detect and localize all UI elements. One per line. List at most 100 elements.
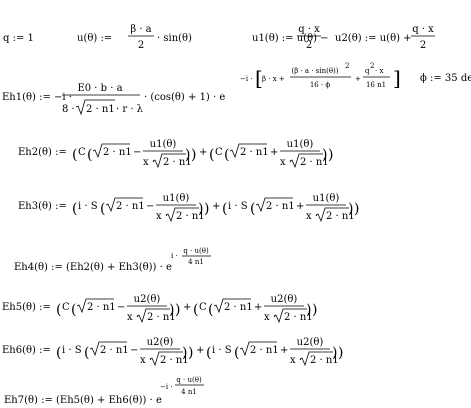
eh1-exponent-fraction2-q: q — [365, 67, 370, 75]
u1-numerator: q · x — [298, 24, 320, 35]
eh5-term-minus-outer-close-paren: ) — [175, 302, 180, 318]
eh2-lhs: Eh2(θ) := — [18, 147, 67, 158]
eh7-lhs: Eh7(θ) := (Eh5(θ) + Eh6(θ)) · e — [4, 395, 162, 406]
eh3-term-minus-fraction-numerator: u1(θ) — [163, 193, 190, 204]
eh6-term-minus-function: i · S — [62, 345, 82, 356]
eh6-term-plus-radical — [239, 341, 277, 357]
eh1-exponent-fraction1-denominator: 16 · ϕ — [310, 81, 331, 89]
eh2-term-plus-fraction-numerator: u1(θ) — [287, 139, 314, 150]
eh5-term-plus-operator: + — [254, 302, 262, 313]
eh1-exponent-fraction2-denominator: 16 n1 — [366, 81, 386, 89]
eh1-denominator-radical — [75, 99, 115, 116]
eh4-exponent-denominator: 4 n1 — [188, 258, 204, 266]
eh1-exponent-close-bracket: ] — [393, 66, 401, 90]
eh2-term-plus-inner-open-paren: ( — [224, 147, 229, 163]
u2-definition-lhs: u2(θ) := u(θ) + — [335, 33, 412, 44]
eh3-equation: Eh3(θ) :=(i · S(2 · n1−u1(θ)x ·2 · n1))+… — [0, 178, 471, 234]
eh1-lhs: Eh1(θ) := −i · — [2, 92, 72, 103]
eh5-term-minus-radical — [76, 298, 114, 314]
eh2-term-plus-inner-close-paren: ) — [322, 147, 327, 163]
eh3-term-minus-fraction-denominator-prefix: x · — [156, 211, 168, 222]
u2-numerator: q · x — [412, 24, 434, 35]
eh3-term-minus-fraction-denominator-radicand: 2 · n1 — [176, 211, 205, 222]
eh6-term-minus-outer-close-paren: ) — [188, 345, 193, 361]
eh5-term-plus-function: C — [199, 302, 207, 313]
eh6-term-plus-radicand: 2 · n1 — [250, 345, 279, 356]
eh2-term-minus-radical — [92, 143, 130, 159]
eh2-term-plus-outer-close-paren: ) — [328, 147, 333, 163]
eh7-equation: Eh7(θ) := (Eh5(θ) + Eh6(θ)) · e −i · q ·… — [0, 372, 471, 408]
eh1-equation: Eh1(θ) := −i · E0 · b · a 8 · 2 · n1 · r… — [0, 56, 471, 124]
eh1-middle: · (cos(θ) + 1) · e — [144, 92, 225, 103]
eh5-term-plus-inner-close-paren: ) — [306, 302, 311, 318]
eh2-term-plus-fraction-denominator-radicand: 2 · n1 — [300, 157, 329, 168]
u-numerator: β · a — [130, 24, 151, 35]
eh1-exponent-prefix: −i · — [240, 75, 253, 83]
eh2-term-plus-radical — [229, 143, 267, 159]
eh6-terms-plus: + — [196, 345, 204, 356]
eh5-term-plus-fraction-denominator-radicand: 2 · n1 — [284, 312, 313, 323]
eh1-numerator: E0 · b · a — [77, 83, 122, 94]
eh6-term-minus-fraction-denominator-prefix: x · — [140, 355, 152, 366]
eh3-term-plus-outer-close-paren: ) — [354, 201, 359, 217]
eh2-term-minus-inner-close-paren: ) — [185, 147, 190, 163]
eh3-term-minus-fraction-denominator-radical — [165, 207, 199, 223]
eh3-term-minus-inner-close-paren: ) — [198, 201, 203, 217]
eh6-equation: Eh6(θ) :=(i · S(2 · n1−u2(θ)x ·2 · n1))+… — [0, 324, 471, 376]
eh6-term-minus-inner-close-paren: ) — [182, 345, 187, 361]
u-definition-tail: · sin(θ) — [157, 33, 192, 44]
eh4-exponent-prefix: i · — [171, 252, 178, 260]
eh5-term-minus-fraction-numerator: u2(θ) — [134, 294, 161, 305]
eh3-terms-plus: + — [212, 201, 220, 212]
eh4-equation: Eh4(θ) := (Eh2(θ) + Eh3(θ)) · e i · q · … — [0, 244, 471, 284]
eh3-term-plus-fraction-numerator: u1(θ) — [313, 193, 340, 204]
eh3-term-minus-function: i · S — [78, 201, 98, 212]
u1-definition-lhs: u1(θ) := u(θ) − — [252, 33, 329, 44]
eh3-term-plus-outer-open-paren: ( — [222, 201, 227, 217]
eh3-term-plus-radical — [255, 197, 293, 213]
eh6-term-minus-operator: − — [130, 345, 138, 356]
eh6-term-plus-inner-open-paren: ( — [234, 345, 239, 361]
eh5-term-minus-fraction-denominator-prefix: x · — [127, 312, 139, 323]
eh2-terms-plus: + — [199, 147, 207, 158]
eh2-term-plus-outer-open-paren: ( — [209, 147, 214, 163]
eh6-term-minus-radical — [89, 341, 127, 357]
eh5-term-plus-fraction-numerator: u2(θ) — [271, 294, 298, 305]
eh6-term-minus-fraction-numerator: u2(θ) — [147, 337, 174, 348]
eh3-term-plus-fraction-denominator-radicand: 2 · n1 — [326, 211, 355, 222]
definitions-row: q := 1 u(θ) := β · a 2 · sin(θ) u1(θ) :=… — [0, 0, 471, 56]
eh2-term-plus-fraction-denominator-radical — [289, 153, 323, 169]
eh1-exponent-fraction2-power: 2 — [370, 62, 374, 70]
q-definition: q := 1 — [3, 33, 34, 44]
eh1-exponent-open-bracket: [ — [255, 66, 263, 90]
eh3-term-minus-operator: − — [146, 201, 154, 212]
eh2-term-minus-fraction-denominator-radicand: 2 · n1 — [163, 157, 192, 168]
eh1-exponent-fraction1-numerator: (β · a · sin(θ)) — [291, 67, 338, 75]
eh5-term-minus-operator: − — [117, 302, 125, 313]
eh5-term-plus-fraction-denominator-prefix: x · — [264, 312, 276, 323]
eh3-term-plus-inner-close-paren: ) — [348, 201, 353, 217]
eh3-term-plus-function: i · S — [228, 201, 248, 212]
eh6-term-plus-operator: + — [280, 345, 288, 356]
eh5-term-plus-radical — [213, 298, 251, 314]
u-definition-lhs: u(θ) := — [77, 33, 112, 44]
eh4-exponent-numerator: q · u(θ) — [183, 247, 209, 255]
eh3-lhs: Eh3(θ) := — [18, 201, 67, 212]
eh5-term-minus-fraction-denominator-radicand: 2 · n1 — [147, 312, 176, 323]
eh3-term-minus-outer-open-paren: ( — [72, 201, 77, 217]
eh5-term-minus-inner-close-paren: ) — [169, 302, 174, 318]
eh6-term-minus-fraction-denominator-radicand: 2 · n1 — [160, 355, 189, 366]
eh1-exponent-plus: + — [355, 75, 361, 83]
eh2-term-minus-outer-open-paren: ( — [72, 147, 77, 163]
eh3-term-minus-outer-close-paren: ) — [204, 201, 209, 217]
eh2-term-minus-function: C — [78, 147, 86, 158]
eh6-term-plus-fraction-numerator: u2(θ) — [297, 337, 324, 348]
eh2-term-plus-function: C — [215, 147, 223, 158]
eh6-term-minus-outer-open-paren: ( — [56, 345, 61, 361]
eh6-term-plus-outer-close-paren: ) — [338, 345, 343, 361]
eh5-term-plus-radicand: 2 · n1 — [224, 302, 253, 313]
eh6-term-plus-fraction-denominator-prefix: x · — [290, 355, 302, 366]
eh6-term-plus-function: i · S — [212, 345, 232, 356]
eh2-term-minus-inner-open-paren: ( — [87, 147, 92, 163]
eh3-term-plus-fraction-denominator-radical — [315, 207, 349, 223]
